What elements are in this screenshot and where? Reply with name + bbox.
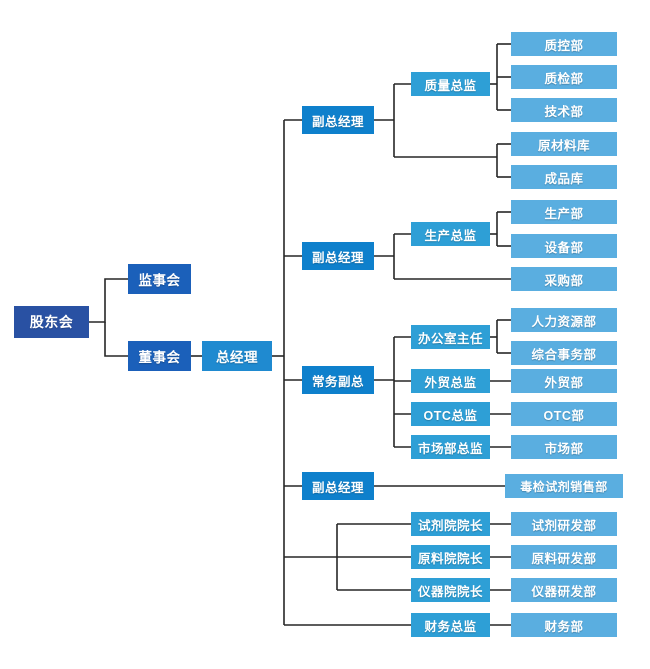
node-dept-reagent-rd[interactable]: 试剂研发部 bbox=[511, 512, 617, 536]
node-director-production[interactable]: 生产总监 bbox=[411, 222, 490, 246]
node-dept-purchasing[interactable]: 采购部 bbox=[511, 267, 617, 291]
node-dept-raw-material-warehouse[interactable]: 原材料库 bbox=[511, 132, 617, 156]
node-director-marketing[interactable]: 市场部总监 bbox=[411, 435, 490, 459]
node-general-manager[interactable]: 总经理 bbox=[202, 341, 272, 371]
node-dept-finished-goods-warehouse[interactable]: 成品库 bbox=[511, 165, 617, 189]
node-dept-human-resources[interactable]: 人力资源部 bbox=[511, 308, 617, 332]
node-dept-quality-inspection[interactable]: 质检部 bbox=[511, 65, 617, 89]
node-vp-tox-reagent[interactable]: 副总经理 bbox=[302, 472, 374, 500]
node-supervisory-board[interactable]: 监事会 bbox=[128, 264, 191, 294]
node-dept-marketing[interactable]: 市场部 bbox=[511, 435, 617, 459]
node-dept-production[interactable]: 生产部 bbox=[511, 200, 617, 224]
node-dept-quality-control[interactable]: 质控部 bbox=[511, 32, 617, 56]
node-director-quality[interactable]: 质量总监 bbox=[411, 72, 490, 96]
node-dept-equipment[interactable]: 设备部 bbox=[511, 234, 617, 258]
node-dept-foreign-trade[interactable]: 外贸部 bbox=[511, 369, 617, 393]
node-dept-general-affairs[interactable]: 综合事务部 bbox=[511, 341, 617, 365]
node-dean-reagent-institute[interactable]: 试剂院院长 bbox=[411, 512, 490, 536]
node-dept-otc[interactable]: OTC部 bbox=[511, 402, 617, 426]
node-board-of-directors[interactable]: 董事会 bbox=[128, 341, 191, 371]
node-shareholders[interactable]: 股东会 bbox=[14, 306, 89, 338]
node-dean-instrument-institute[interactable]: 仪器院院长 bbox=[411, 578, 490, 602]
node-dept-material-rd[interactable]: 原料研发部 bbox=[511, 545, 617, 569]
node-director-otc[interactable]: OTC总监 bbox=[411, 402, 490, 426]
node-executive-vp[interactable]: 常务副总 bbox=[302, 366, 374, 394]
node-dept-instrument-rd[interactable]: 仪器研发部 bbox=[511, 578, 617, 602]
node-dept-finance[interactable]: 财务部 bbox=[511, 613, 617, 637]
node-director-foreign-trade[interactable]: 外贸总监 bbox=[411, 369, 490, 393]
node-vp-production[interactable]: 副总经理 bbox=[302, 242, 374, 270]
node-dept-tox-reagent-sales[interactable]: 毒检试剂销售部 bbox=[505, 474, 623, 498]
node-dept-technology[interactable]: 技术部 bbox=[511, 98, 617, 122]
node-vp-quality[interactable]: 副总经理 bbox=[302, 106, 374, 134]
node-director-finance[interactable]: 财务总监 bbox=[411, 613, 490, 637]
node-dean-material-institute[interactable]: 原料院院长 bbox=[411, 545, 490, 569]
node-office-director[interactable]: 办公室主任 bbox=[411, 325, 490, 349]
